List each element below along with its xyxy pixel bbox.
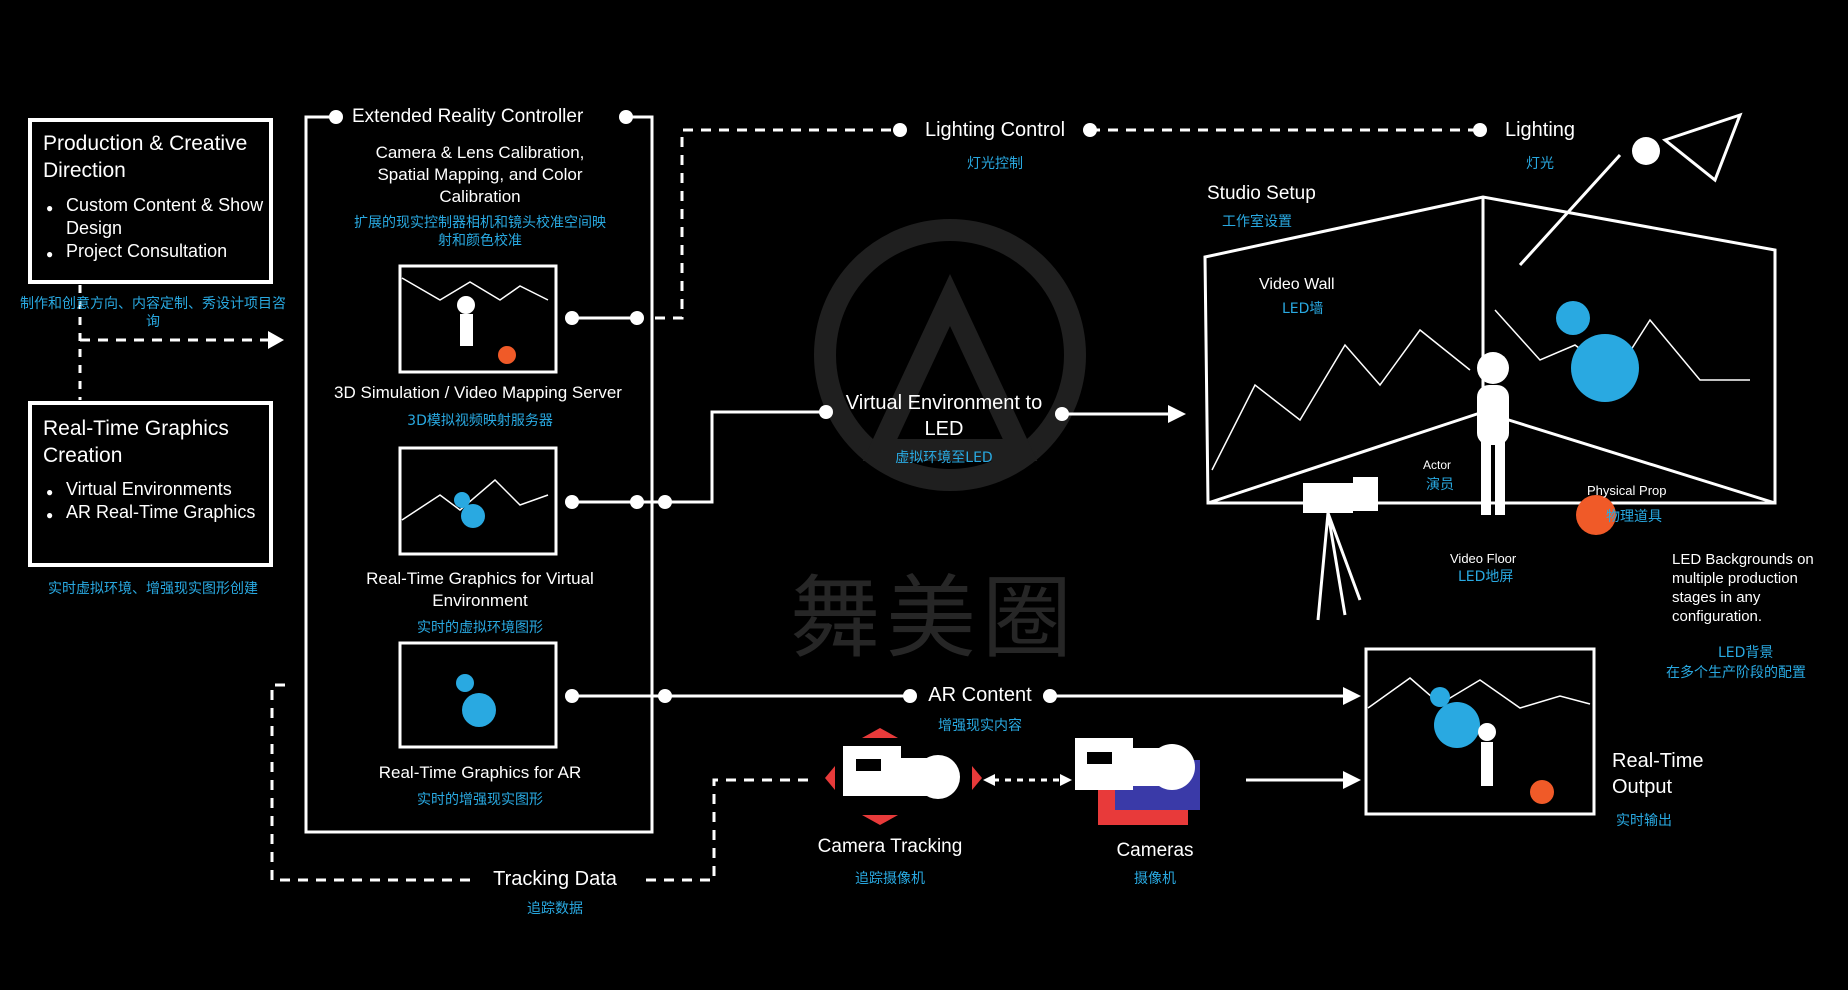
led-backgrounds-cn-1: LED背景 bbox=[1718, 645, 1774, 661]
graphics-creation-item: AR Real-Time Graphics bbox=[44, 501, 264, 527]
graphics-creation-cn: 实时虚拟环境、增强现实图形创建 bbox=[48, 581, 258, 597]
studio-room bbox=[1203, 195, 1777, 505]
production-list: Custom Content & Show Design Project Con… bbox=[44, 194, 264, 266]
production-cn: 制作和创意方向、内容定制、秀设计项目咨询 bbox=[20, 296, 286, 330]
video-floor-label: Video Floor bbox=[1450, 551, 1517, 566]
lighting-cn: 灯光 bbox=[1526, 156, 1554, 172]
lighting-label: Lighting bbox=[1504, 119, 1576, 141]
realtime-output-cn: 实时输出 bbox=[1616, 813, 1672, 829]
camera-tracking-label: Camera Tracking bbox=[817, 836, 963, 857]
realtime-output-screen bbox=[1364, 647, 1596, 816]
studio-actor bbox=[1477, 352, 1509, 515]
realtime-output-label: Real-Time Output bbox=[1612, 750, 1704, 798]
actor-label: Actor bbox=[1423, 458, 1452, 472]
camera-tracking-icon bbox=[825, 728, 982, 825]
production-title: Production & Creative Direction bbox=[43, 132, 248, 182]
prop-label: Physical Prop bbox=[1587, 483, 1667, 498]
xr-controller-frame bbox=[304, 115, 654, 834]
lighting-control-label: Lighting Control bbox=[924, 119, 1066, 141]
graphics-creation-title: Real-Time Graphics Creation bbox=[43, 417, 229, 467]
virtual-env-cn: 虚拟环境至LED bbox=[895, 450, 993, 466]
light-fixture-icon bbox=[1632, 137, 1660, 165]
graphics-creation-list: Virtual Environments AR Real-Time Graphi… bbox=[44, 478, 264, 527]
virtual-env-label: Virtual Environment to LED bbox=[845, 392, 1043, 440]
led-backgrounds-cn-2: 在多个生产阶段的配置 bbox=[1666, 665, 1806, 681]
cameras-icon bbox=[1075, 738, 1200, 825]
production-box: Production & Creative Direction Custom C… bbox=[28, 118, 273, 284]
xr-panel-3 bbox=[398, 641, 558, 749]
panel1-label: 3D Simulation / Video Mapping Server bbox=[334, 383, 622, 402]
video-wall-label: Video Wall bbox=[1259, 276, 1335, 293]
production-item: Custom Content & Show Design bbox=[44, 194, 264, 240]
studio-title: Studio Setup bbox=[1207, 183, 1316, 204]
actor-cn: 演员 bbox=[1426, 477, 1454, 493]
ar-content-label: AR Content bbox=[928, 684, 1032, 706]
xr-controller-title: Extended Reality Controller bbox=[352, 106, 584, 127]
cameras-cn: 摄像机 bbox=[1134, 871, 1176, 887]
video-floor-cn: LED地屏 bbox=[1458, 569, 1514, 585]
production-item: Project Consultation bbox=[44, 240, 264, 266]
studio-camera bbox=[1303, 477, 1378, 621]
studio-blue-ar-object bbox=[1556, 301, 1639, 402]
cameras-label: Cameras bbox=[1116, 840, 1194, 861]
xr-panel-1 bbox=[398, 264, 558, 374]
lighting-control-cn: 灯光控制 bbox=[967, 156, 1023, 172]
tracking-data-cn: 追踪数据 bbox=[527, 901, 583, 917]
graphics-creation-item: Virtual Environments bbox=[44, 478, 264, 504]
xr-calibration-label: Camera & Lens Calibration, Spatial Mappi… bbox=[375, 143, 585, 206]
panel1-cn: 3D模拟视频映射服务器 bbox=[407, 413, 553, 429]
ar-content-cn: 增强现实内容 bbox=[938, 718, 1022, 734]
panel3-cn: 实时的增强现实图形 bbox=[417, 792, 543, 808]
connectors bbox=[78, 112, 1743, 882]
graphics-creation-box: Real-Time Graphics Creation Virtual Envi… bbox=[28, 401, 273, 567]
watermark-text: 舞美圈 bbox=[790, 566, 1078, 671]
xr-panel-2 bbox=[398, 446, 558, 556]
panel3-label: Real-Time Graphics for AR bbox=[378, 763, 582, 782]
video-wall-cn: LED墙 bbox=[1282, 301, 1324, 317]
xr-calibration-cn: 扩展的现实控制器相机和镜头校准空间映射和颜色校准 bbox=[354, 215, 606, 249]
panel2-label: Real-Time Graphics for Virtual Environme… bbox=[366, 569, 594, 610]
camera-tracking-cn: 追踪摄像机 bbox=[855, 871, 925, 887]
studio-title-cn: 工作室设置 bbox=[1222, 214, 1292, 230]
arrowheads bbox=[268, 331, 1361, 789]
panel2-cn: 实时的虚拟环境图形 bbox=[417, 620, 543, 636]
prop-cn: 物理道具 bbox=[1606, 509, 1662, 525]
watermark-logo bbox=[814, 219, 1086, 491]
tracking-data-label: Tracking Data bbox=[493, 868, 617, 890]
studio-prop bbox=[1576, 495, 1616, 535]
led-backgrounds-text: LED Backgrounds on multiple production s… bbox=[1672, 551, 1814, 625]
